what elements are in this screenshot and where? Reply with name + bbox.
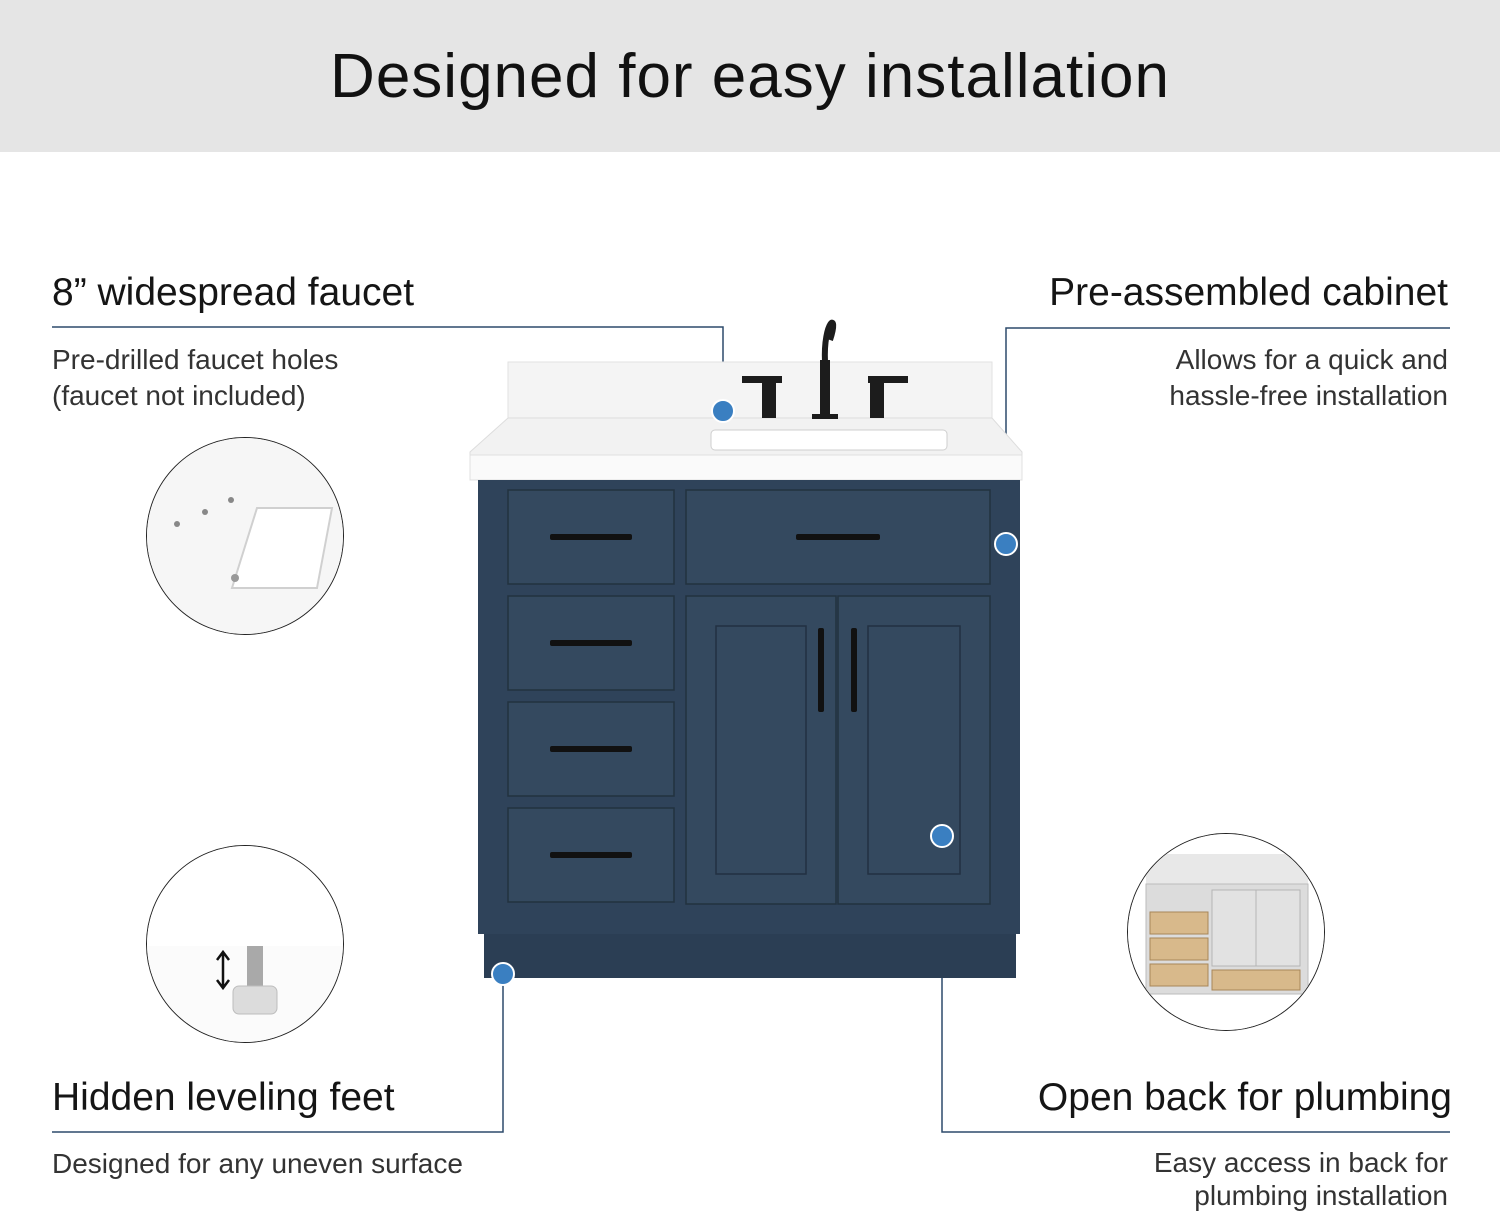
page-title: Designed for easy installation (330, 41, 1170, 111)
plumbing-feature-description: Easy access in back for plumbing install… (1153, 1147, 1448, 1211)
faucet-feature-description: Pre-drilled faucet holes (faucet not inc… (52, 344, 339, 411)
open-back-detail-image (1127, 833, 1325, 1031)
open-back-icon (1128, 834, 1324, 1030)
cabinet-hotspot-dot (994, 532, 1018, 556)
cabinet-toe-kick (484, 934, 1016, 978)
faucet (742, 319, 908, 419)
undermount-sink (710, 429, 948, 451)
leveling-foot-detail-image (146, 845, 344, 1043)
cabinet-feature-title: Pre-assembled cabinet (1049, 271, 1448, 314)
plumbing-hotspot-dot (930, 824, 954, 848)
cabinet-feature-description: Allows for a quick and hassle-free insta… (1169, 344, 1448, 411)
feet-hotspot-dot (491, 962, 515, 986)
door-left (685, 595, 837, 905)
feet-leader-line (52, 975, 504, 1133)
backsplash (507, 361, 993, 423)
feet-feature-title: Hidden leveling feet (52, 1076, 395, 1119)
faucet-feature-title: 8” widespread faucet (52, 271, 415, 314)
sink-detail-icon (147, 438, 343, 634)
header-banner: Designed for easy installation (0, 0, 1500, 152)
faucet-hotspot-dot (711, 399, 735, 423)
sink-detail-image (146, 437, 344, 635)
door-right (837, 595, 991, 905)
feet-feature-description: Designed for any uneven surface (52, 1148, 463, 1179)
plumbing-feature-title: Open back for plumbing (1037, 1076, 1452, 1119)
leveling-foot-icon (147, 846, 343, 1042)
